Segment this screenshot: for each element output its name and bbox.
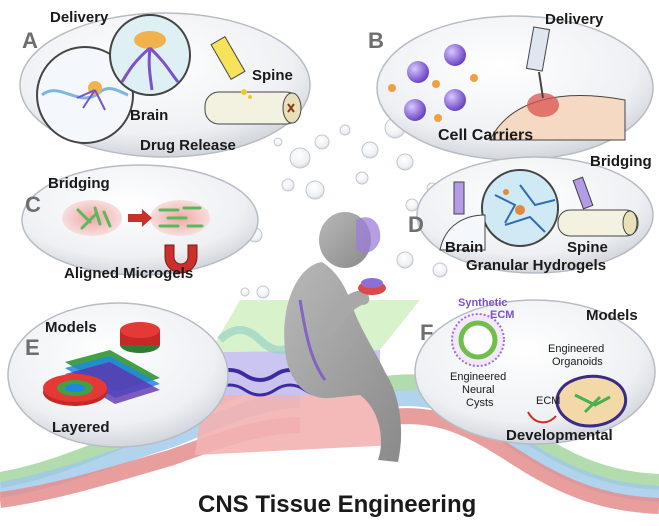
panel-f-caption: Developmental (506, 427, 613, 444)
spine-tube-icon (557, 176, 639, 237)
arrow-icon (128, 209, 152, 227)
panel-d: D Bridging Brain Spine Granular Hydrogel… (408, 153, 654, 274)
panel-f-synthetic: Synthetic (458, 297, 508, 309)
injection-icon (489, 26, 626, 141)
panel-a: A Delivery Spine Brain Drug Release (19, 9, 311, 158)
panel-a-spine-label: Spine (252, 67, 293, 84)
panel-c-caption: Aligned Microgels (64, 265, 193, 282)
magnet-icon (164, 244, 198, 274)
panel-d-category: Bridging (590, 153, 652, 170)
panel-f-synthetic-ecm: ECM (490, 309, 514, 321)
panel-a-caption: Drug Release (140, 137, 236, 154)
panel-f: F Models Synthetic ECM Engineered Neural… (414, 297, 656, 445)
panel-f-organoids-line2: Organoids (552, 356, 603, 368)
brain-syringe-icon (439, 181, 486, 251)
spine-syringe-icon (204, 35, 302, 125)
panel-b-letter: B (368, 28, 384, 53)
panel-f-organoids-line1: Engineered (548, 343, 604, 355)
panel-d-caption: Granular Hydrogels (466, 257, 606, 274)
thinker-figure (284, 212, 402, 462)
layered-bar-icon (65, 350, 160, 404)
organoid-icon (555, 374, 628, 428)
panel-b-category: Delivery (545, 11, 604, 28)
panel-a-letter: A (22, 28, 38, 53)
microgel-aligned-icon (158, 206, 204, 228)
microgel-random-icon (76, 206, 112, 230)
panel-e: E Models Layered (7, 302, 229, 448)
panel-d-brain-label: Brain (445, 239, 483, 256)
panel-f-category: Models (586, 307, 638, 324)
figure-title: CNS Tissue Engineering (198, 491, 476, 518)
curved-arrow-icon (527, 411, 557, 424)
panel-d-spine-label: Spine (567, 239, 608, 256)
panel-f-letter: F (420, 320, 433, 345)
panel-f-cysts-line3: Cysts (466, 397, 494, 409)
panel-e-caption: Layered (52, 419, 110, 436)
panel-f-ecm: ECM (536, 395, 560, 407)
release-zoom-icon (109, 14, 191, 96)
ring-disc-icon (43, 374, 107, 406)
panel-c: C Bridging Aligned Microgels (21, 164, 259, 282)
floating-bubbles (240, 117, 448, 299)
panel-f-cysts-line1: Engineered (450, 371, 506, 383)
panel-c-category: Bridging (48, 175, 110, 192)
granular-hydrogel-icon (481, 169, 559, 247)
stacked-disc-icon (120, 322, 160, 353)
brain-zoom-icon (36, 46, 134, 144)
panel-e-letter: E (25, 335, 40, 360)
neural-cyst-icon (451, 313, 505, 367)
panel-a-brain-label: Brain (130, 107, 168, 124)
panel-c-letter: C (25, 192, 41, 217)
panel-b: B Delivery Cell Carriers (368, 11, 654, 161)
panel-f-cysts-line2: Neural (462, 384, 494, 396)
panel-d-letter: D (408, 212, 424, 237)
panel-e-category: Models (45, 319, 97, 336)
panel-b-caption: Cell Carriers (438, 127, 533, 144)
cell-carrier-icons (388, 44, 478, 122)
panel-a-category: Delivery (50, 9, 109, 26)
